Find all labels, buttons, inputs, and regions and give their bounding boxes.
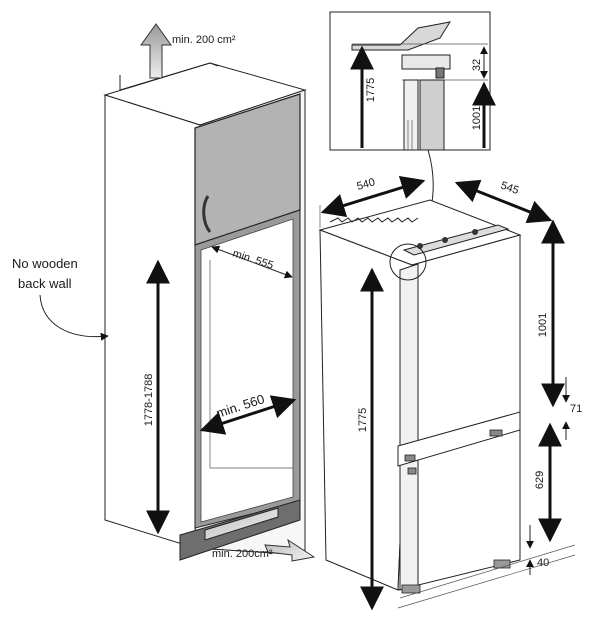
height-range-label: 1778-1788 bbox=[143, 374, 155, 427]
inset-hinge-block bbox=[401, 54, 451, 70]
detail-inset: 1775 32 1001 bbox=[329, 11, 496, 259]
inset-hinge-pin bbox=[435, 67, 445, 79]
divider-bracket-left bbox=[404, 454, 416, 462]
foot-right bbox=[493, 559, 511, 569]
mid-gap-label: 71 bbox=[570, 403, 582, 415]
cabinet-left-side bbox=[104, 94, 201, 549]
upper-door-panel bbox=[399, 263, 419, 447]
bottom-gap-label: 40 bbox=[537, 557, 549, 569]
ground-line bbox=[397, 554, 576, 609]
lower-bracket bbox=[407, 467, 417, 475]
fitting-circle-3 bbox=[472, 229, 478, 235]
inset-height-total-label: 1775 bbox=[365, 78, 377, 102]
no-wall-note-line2: back wall bbox=[18, 276, 72, 291]
inset-appliance-side bbox=[403, 79, 419, 151]
depth-label: 545 bbox=[499, 180, 520, 198]
inset-gap-top-label: 32 bbox=[471, 59, 483, 71]
appliance-divider bbox=[397, 411, 521, 467]
appliance-figure bbox=[318, 199, 576, 609]
bottom-vent-arrow bbox=[264, 538, 316, 562]
detail-callout-circle bbox=[389, 243, 427, 281]
top-back-ribs bbox=[329, 217, 419, 223]
width-label: 540 bbox=[356, 176, 377, 193]
ground-line-2 bbox=[399, 544, 576, 599]
top-fittings-bar bbox=[402, 224, 510, 256]
lower-height-label: 629 bbox=[534, 471, 546, 489]
top-vent-arrow bbox=[140, 23, 172, 79]
inset-appliance-body bbox=[419, 79, 445, 151]
arrow-up-icon bbox=[140, 23, 172, 79]
divider-bracket-right bbox=[489, 429, 503, 437]
plinth-vent bbox=[204, 507, 279, 541]
fitting-circle-2 bbox=[442, 237, 448, 243]
foot-left bbox=[401, 584, 421, 594]
upper-height-label: 1001 bbox=[537, 313, 549, 337]
door-handle bbox=[202, 195, 212, 233]
cabinet-figure bbox=[103, 62, 307, 561]
cabinet-top-back-strip bbox=[119, 62, 219, 91]
width-min-dim bbox=[199, 395, 297, 435]
bottom-vent-label: min. 200cm² bbox=[212, 548, 273, 560]
depth-dim bbox=[454, 179, 553, 224]
width-inner-dim bbox=[211, 245, 293, 279]
inset-height-upper-label: 1001 bbox=[471, 106, 483, 130]
niche-opening bbox=[200, 218, 294, 523]
width-dim bbox=[320, 175, 426, 218]
no-wall-pointer bbox=[39, 294, 109, 341]
total-height-label: 1775 bbox=[357, 408, 369, 432]
no-wall-note-line1: No wooden bbox=[12, 256, 78, 271]
top-vent-label: min. 200 cm² bbox=[172, 34, 236, 46]
lower-door-panel bbox=[399, 459, 419, 591]
